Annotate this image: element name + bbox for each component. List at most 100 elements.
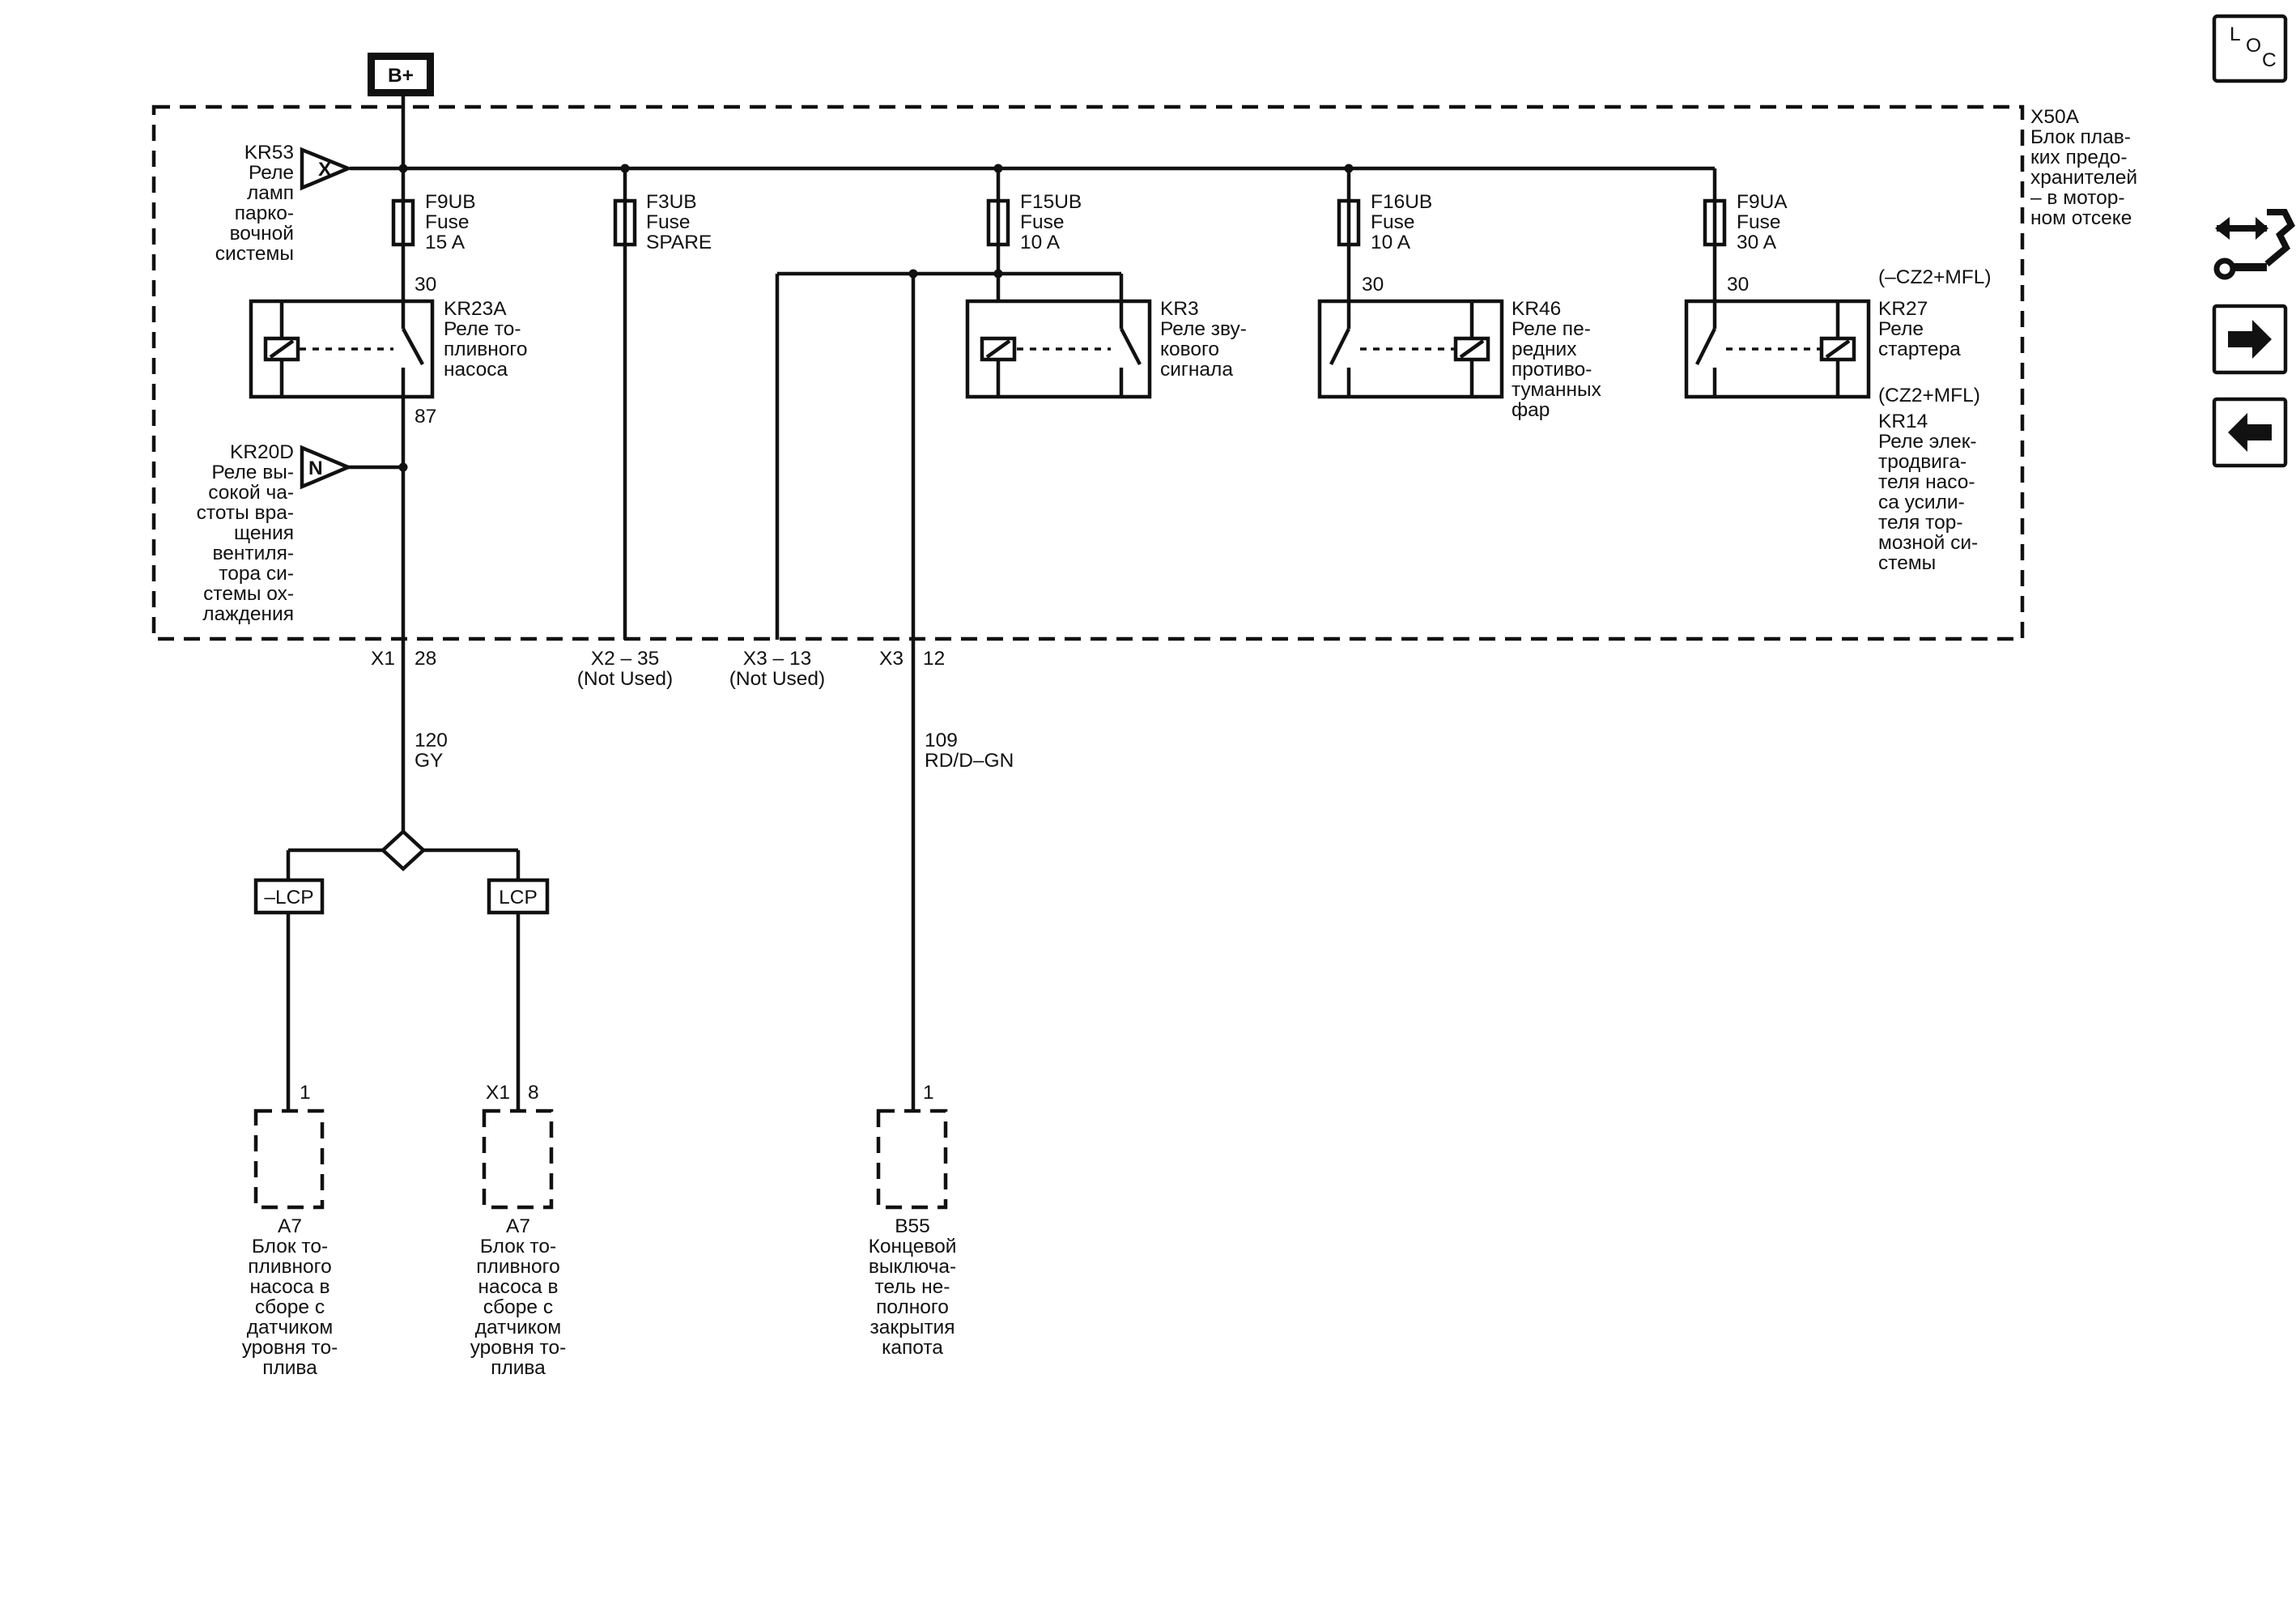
svg-text:Fuse: Fuse — [1371, 211, 1414, 233]
kr46-pin-30: 30 — [1362, 274, 1384, 296]
svg-text:F15UB: F15UB — [1020, 191, 1082, 213]
svg-text:тора си-: тора си- — [219, 563, 294, 585]
component-b55: 1 B55 Концевой выключа- тель не- полного… — [869, 1082, 957, 1359]
svg-text:датчиком: датчиком — [247, 1317, 334, 1338]
relay-kr46: 30 KR46 Реле пе- редних противо- туманны… — [1317, 245, 1601, 421]
svg-text:KR20D: KR20D — [230, 441, 294, 463]
kr27-option-bottom: (CZ2+MFL) — [1878, 385, 1980, 406]
battery-label: B+ — [388, 65, 414, 87]
svg-text:ном отсеке: ном отсеке — [2030, 207, 2132, 229]
svg-text:Блок то-: Блок то- — [480, 1236, 556, 1257]
fuse-block-boundary — [151, 104, 2025, 641]
next-page-button[interactable] — [2212, 304, 2288, 375]
svg-text:парко-: парко- — [235, 202, 294, 224]
kr53-symbol: X — [318, 159, 332, 181]
svg-text:10 A: 10 A — [1020, 232, 1061, 253]
location-view-button[interactable]: L O C — [2212, 14, 2288, 83]
svg-text:–LCP: –LCP — [264, 887, 313, 908]
svg-text:системы: системы — [215, 243, 294, 265]
svg-text:противо-: противо- — [1512, 359, 1592, 381]
kr53-input: X KR53 Реле ламп парко- вочной системы — [215, 142, 353, 265]
svg-text:ламп: ламп — [247, 182, 294, 204]
fuse-f16ub: F16UB Fuse 10 A — [1337, 168, 1432, 253]
svg-text:сигнала: сигнала — [1160, 359, 1233, 381]
svg-text:теля насо-: теля насо- — [1878, 471, 1975, 493]
svg-text:(Not Used): (Not Used) — [729, 668, 825, 690]
svg-text:12: 12 — [923, 648, 945, 670]
svg-text:са усили-: са усили- — [1878, 491, 1965, 513]
fuse-f15ub: F15UB Fuse 10 A — [986, 168, 1082, 253]
svg-text:датчиком: датчиком — [475, 1317, 562, 1338]
svg-text:тель не-: тель не- — [875, 1276, 950, 1298]
kr23a-pin-30: 30 — [415, 274, 436, 296]
svg-text:X3 – 13: X3 – 13 — [743, 648, 811, 670]
svg-text:фар: фар — [1512, 399, 1550, 421]
svg-text:X50A: X50A — [2030, 106, 2080, 128]
svg-text:F9UA: F9UA — [1737, 191, 1788, 213]
connector-x1-28: X1 28 — [371, 648, 436, 670]
svg-text:KR46: KR46 — [1512, 298, 1561, 320]
svg-text:Концевой: Концевой — [869, 1236, 957, 1257]
connector-x3-13: X3 – 13 (Not Used) — [729, 648, 825, 690]
connector-x2-35: X2 – 35 (Not Used) — [577, 648, 673, 690]
loc-c-letter: C — [2262, 49, 2277, 71]
connector-x3-12: X3 12 — [879, 648, 945, 670]
svg-text:Реле вы-: Реле вы- — [211, 462, 294, 483]
svg-text:лаждения: лаждения — [202, 603, 294, 625]
relay-kr23a: 30 KR23A Реле то- пливного насоса 87 — [249, 245, 527, 656]
svg-text:120: 120 — [415, 730, 448, 751]
svg-text:теля тор-: теля тор- — [1878, 512, 1962, 534]
svg-text:хранителей: хранителей — [2030, 167, 2137, 189]
arrow-right-icon — [2228, 320, 2272, 359]
option-no-lcp: –LCP — [253, 878, 325, 1111]
previous-page-button[interactable] — [2212, 397, 2288, 468]
connector-end-view-button[interactable] — [2213, 209, 2295, 280]
wire-120-gy: 120 GY — [401, 656, 448, 832]
fuse-f3ub: F3UB Fuse SPARE — [613, 168, 712, 253]
kr27-pin-30: 30 — [1727, 274, 1749, 296]
svg-text:насоса в: насоса в — [249, 1276, 330, 1298]
component-a7-right: X1 8 A7 Блок то- пливного насоса в сборе… — [470, 1082, 567, 1379]
svg-text:GY: GY — [415, 750, 443, 772]
svg-text:Fuse: Fuse — [1020, 211, 1064, 233]
svg-text:закрытия: закрытия — [870, 1317, 955, 1338]
svg-text:Реле: Реле — [249, 162, 294, 184]
svg-text:(Not Used): (Not Used) — [577, 668, 673, 690]
svg-text:Fuse: Fuse — [425, 211, 469, 233]
svg-text:вентиля-: вентиля- — [212, 543, 294, 564]
svg-text:RD/D–GN: RD/D–GN — [925, 750, 1014, 772]
svg-text:Реле зву-: Реле зву- — [1160, 318, 1247, 340]
kr23a-pin-87: 87 — [415, 406, 436, 428]
svg-text:кового: кового — [1160, 338, 1219, 360]
svg-text:KR3: KR3 — [1160, 298, 1199, 320]
svg-text:плива: плива — [262, 1357, 317, 1379]
arrow-left-icon — [2228, 413, 2272, 452]
svg-text:X3: X3 — [879, 648, 904, 670]
svg-text:X1: X1 — [371, 648, 395, 670]
svg-text:капота: капота — [882, 1337, 943, 1359]
svg-text:Реле пе-: Реле пе- — [1512, 318, 1591, 340]
svg-text:X1: X1 — [486, 1082, 510, 1104]
svg-text:A7: A7 — [506, 1215, 530, 1237]
fuse-f9ub: F9UB Fuse 15 A — [391, 168, 476, 253]
loc-o-letter: O — [2246, 35, 2261, 57]
svg-text:Fuse: Fuse — [1737, 211, 1780, 233]
svg-text:Реле то-: Реле то- — [444, 318, 521, 340]
svg-text:уровня то-: уровня то- — [242, 1337, 338, 1359]
option-splice — [286, 828, 521, 880]
svg-text:A7: A7 — [278, 1215, 302, 1237]
svg-text:полного: полного — [876, 1296, 949, 1318]
fuse-block-label: X50A Блок плав- ких предо- хранителей – … — [2030, 106, 2137, 229]
svg-text:туманных: туманных — [1512, 379, 1601, 401]
svg-text:сборе с: сборе с — [255, 1296, 325, 1318]
svg-text:109: 109 — [925, 730, 958, 751]
svg-text:пливного: пливного — [444, 338, 527, 360]
relay-kr27: 30 (–CZ2+MFL) KR27 Реле стартера (CZ2+MF… — [1684, 245, 1992, 574]
svg-text:редних: редних — [1512, 338, 1576, 360]
svg-text:стоты вра-: стоты вра- — [197, 502, 294, 524]
wire-109-rd-dgn: 109 RD/D–GN — [911, 640, 1014, 1111]
svg-text:– в мотор-: – в мотор- — [2030, 187, 2125, 209]
svg-text:плива: плива — [491, 1357, 546, 1379]
svg-text:насоса: насоса — [444, 359, 508, 381]
svg-text:стартера: стартера — [1878, 338, 1961, 360]
